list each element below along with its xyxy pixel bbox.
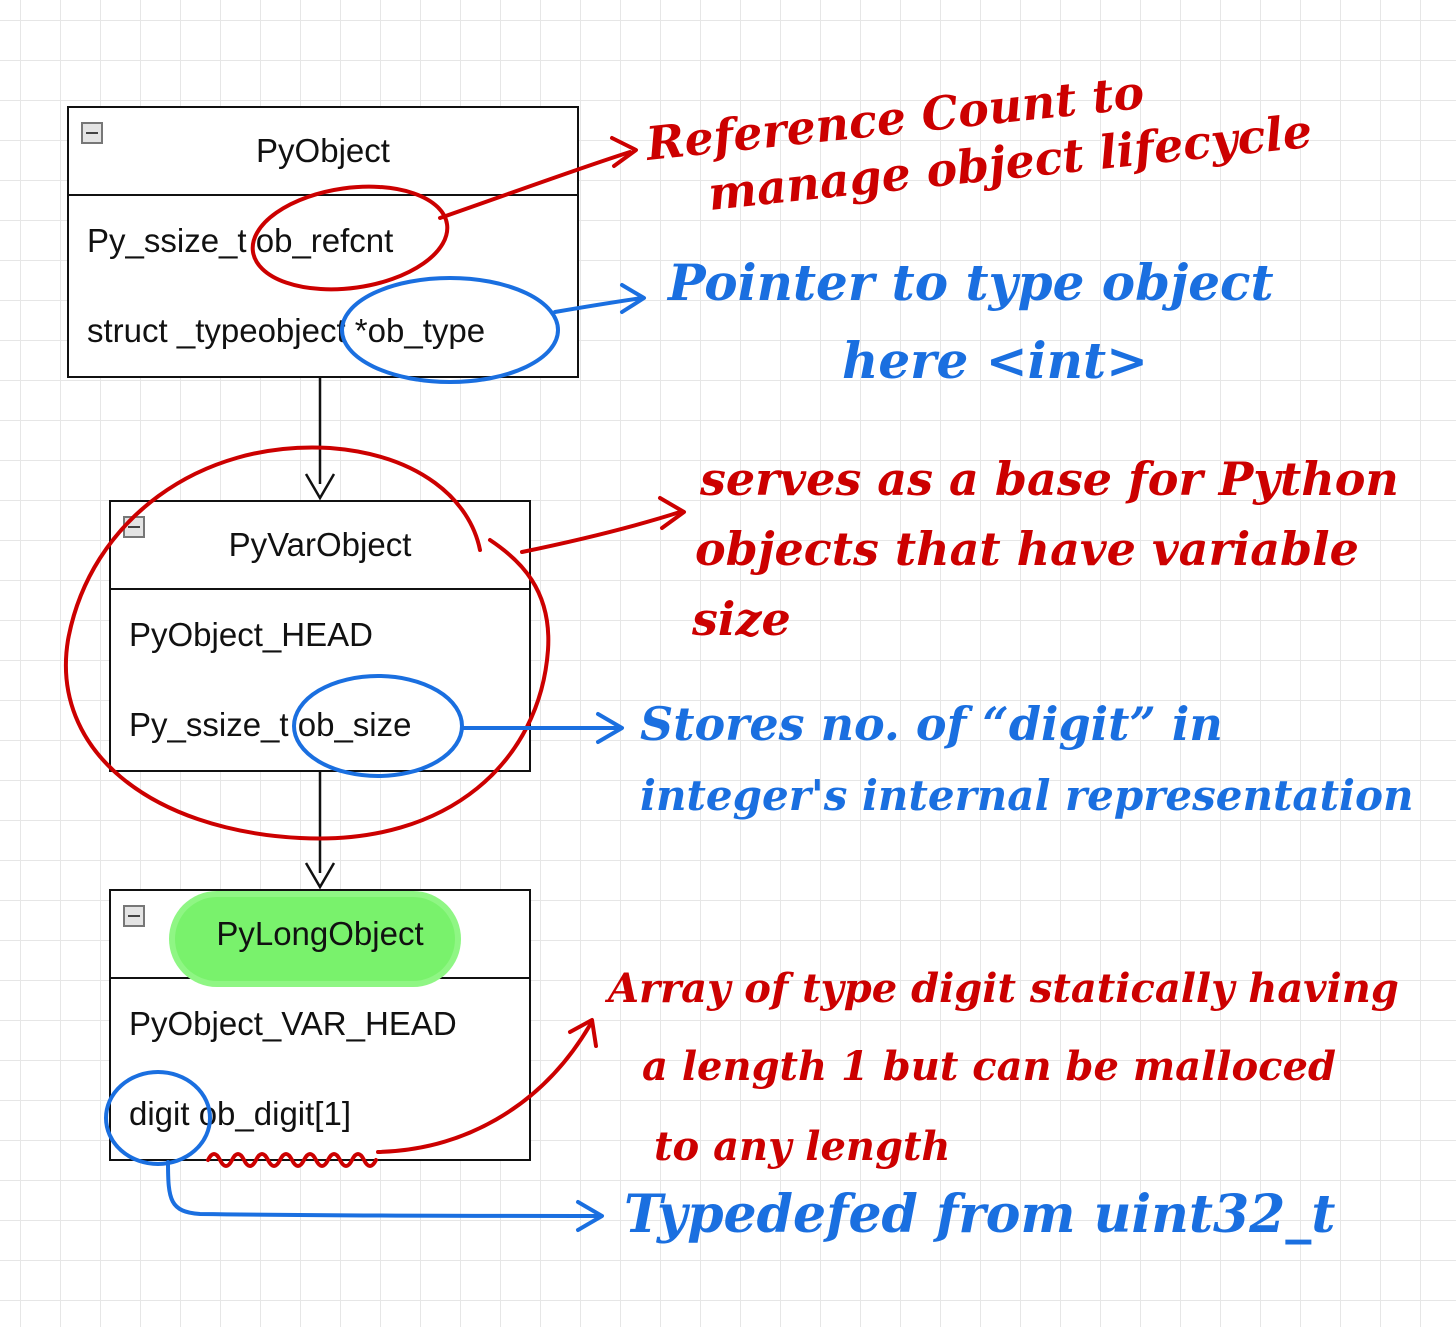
pylongobject-class-box: PyLongObject PyObject_VAR_HEAD digit ob_… (109, 889, 531, 1161)
pyobject-class-box: PyObject Py_ssize_t ob_refcnt struct _ty… (67, 106, 579, 378)
pylongobject-header: PyLongObject (111, 891, 529, 981)
note-ob-digit-line1: Array of type digit statically having (604, 965, 1399, 1012)
note-refcnt-line1: Reference Count to (642, 65, 1147, 171)
collapse-icon[interactable] (123, 516, 145, 538)
collapse-icon[interactable] (123, 905, 145, 927)
connector-pyobject-to-pyvarobject (304, 378, 336, 501)
note-ob-digit-line3: to any length (654, 1123, 951, 1170)
note-refcnt-line2: manage object lifecycle (706, 104, 1315, 221)
field-ob-digit: digit ob_digit[1] (129, 1095, 351, 1132)
note-ob-type-line2: here <int> (842, 331, 1148, 390)
pyobject-header: PyObject (69, 108, 577, 196)
field-ob-type: struct _typeobject *ob_type (87, 312, 486, 349)
pyvarobject-header: PyVarObject (111, 502, 529, 590)
note-varobject-line2: objects that have variable (695, 522, 1359, 576)
note-ob-type-line1: Pointer to type object (666, 253, 1274, 312)
note-ob-digit-line2: a length 1 but can be malloced (642, 1043, 1336, 1090)
blue-arrow-digit (166, 1160, 602, 1218)
pyvarobject-class-box: PyVarObject PyObject_HEAD Py_ssize_t ob_… (109, 500, 531, 772)
field-ob-size: Py_ssize_t ob_size (129, 706, 412, 743)
red-arrow-varobject (520, 510, 682, 554)
note-ob-size-line2: integer's internal representation (640, 771, 1414, 820)
field-pyobject-head: PyObject_HEAD (129, 616, 373, 653)
class-name: PyObject (256, 132, 390, 169)
green-highlight (175, 897, 455, 981)
note-ob-size-line1: Stores no. of “digit” in (640, 697, 1223, 751)
class-name: PyVarObject (228, 526, 412, 563)
field-ob-refcnt: Py_ssize_t ob_refcnt (87, 222, 394, 259)
connector-pyvarobject-to-pylongobject (304, 772, 336, 890)
class-name: PyLongObject (216, 915, 424, 952)
note-varobject-line3: size (691, 592, 791, 646)
collapse-icon[interactable] (81, 122, 103, 144)
field-pyobject-var-head: PyObject_VAR_HEAD (129, 1005, 457, 1042)
note-varobject-line1: serves as a base for Python (699, 452, 1399, 506)
note-digit-line1: Typedefed from uint32_t (624, 1184, 1335, 1245)
